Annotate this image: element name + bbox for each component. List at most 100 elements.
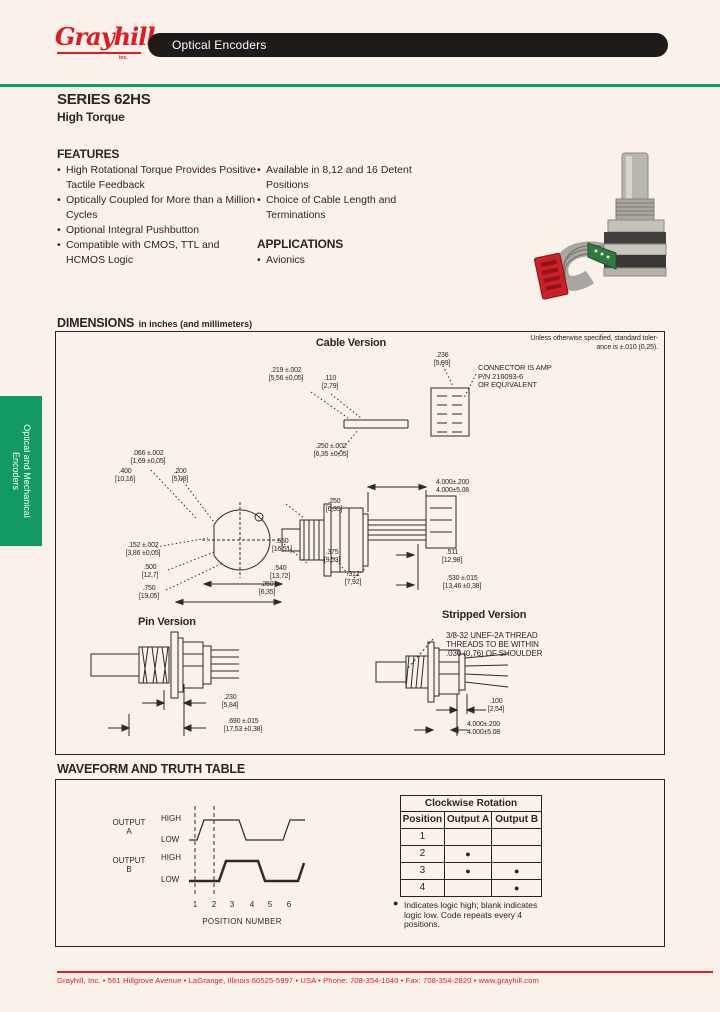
logo-wordmark: Grayhill	[55, 22, 155, 51]
feature-item: Optically Coupled for More than a Millio…	[57, 193, 259, 223]
table-row: 3 ● ●	[401, 863, 541, 880]
tick-label: 2	[211, 900, 217, 909]
high-label-a: HIGH	[161, 814, 181, 823]
dim-label: .690 ±.015[17,53 ±0,38]	[223, 718, 263, 733]
table-row: 2 ●	[401, 846, 541, 863]
tick-label: 6	[286, 900, 292, 909]
dim-label: .312[7,92]	[344, 571, 362, 586]
dim-label: .219 ±.002[5,56 ±0,05]	[268, 367, 304, 382]
cable-cross-section	[343, 419, 409, 429]
features-heading: FEATURES	[57, 147, 120, 161]
sidebar-tab-text: Optical and Mechanical Encoders	[11, 424, 32, 518]
front-view	[202, 502, 280, 578]
tick-label: 4	[249, 900, 255, 909]
series-subtitle: High Torque	[57, 110, 125, 124]
sidebar-category-tab: Optical and Mechanical Encoders	[0, 396, 42, 546]
truth-table-title: Clockwise Rotation	[401, 796, 541, 812]
footnote-bullet: ●	[393, 898, 399, 908]
threaded-bushing	[615, 198, 655, 221]
dim-label: .110[2,79]	[321, 375, 339, 390]
truth-table: Clockwise Rotation Position Output A Out…	[400, 795, 542, 897]
dim-label: .152 ±.002[3,86 ±0,05]	[125, 542, 161, 557]
green-divider	[0, 84, 720, 87]
dimensions-heading: DIMENSIONS in inches (and millimeters)	[57, 314, 252, 332]
right-dims	[396, 544, 419, 590]
column-header: Output B	[495, 814, 539, 825]
application-item: Avionics	[257, 253, 437, 268]
dim-label: .530 ±.015[13,46 ±0,38]	[442, 575, 482, 590]
tick-label: 1	[192, 900, 198, 909]
dim-label: .540[13,72]	[269, 565, 290, 580]
dim-label: .400[10,16]	[114, 468, 135, 483]
tick-label: 3	[229, 900, 235, 909]
dim-label: .375[9,53]	[323, 549, 341, 564]
logo-inc-text: inc.	[119, 55, 128, 61]
thread-note: 3/8-32 UNEF-2A THREAD THREADS TO BE WITH…	[446, 631, 543, 658]
column-header: Position	[401, 812, 445, 828]
series-title: SERIES 62HS	[57, 91, 151, 108]
dim-label: .230[5,84]	[221, 694, 239, 709]
output-b-label: OUTPUT B	[112, 856, 146, 874]
feature-item: Available in 8,12 and 16 Detent Position…	[257, 163, 445, 193]
features-list: High Rotational Torque Provides Positive…	[57, 163, 259, 268]
position-axis-label: POSITION NUMBER	[202, 917, 282, 926]
feature-item: Optional Integral Pushbutton	[57, 223, 259, 238]
dim-label: .511[12,98]	[441, 549, 462, 564]
connector-face-view	[430, 387, 470, 437]
dim-label: .250[6,35]	[325, 498, 343, 513]
front-view-dims	[174, 580, 284, 606]
cable-version-label: Cable Version	[315, 337, 387, 349]
feature-item: High Rotational Torque Provides Positive…	[57, 163, 259, 193]
logo-underline	[57, 52, 141, 54]
waveform-a	[189, 819, 305, 841]
pin-version-drawing	[90, 631, 239, 699]
low-label-a: LOW	[161, 835, 180, 844]
features-list-right: Available in 8,12 and 16 Detent Position…	[257, 163, 445, 223]
product-photo	[530, 145, 710, 305]
leader-lines	[150, 361, 477, 591]
dim-label: .500[12,7]	[141, 564, 159, 579]
tolerance-note: Unless otherwise specified, standard tol…	[530, 335, 658, 351]
stripped-version-drawing	[375, 638, 509, 703]
grayhill-logo: Grayhill inc.	[55, 25, 155, 62]
pin-version-dims	[108, 684, 206, 736]
dim-label: .236[5,99]	[433, 352, 451, 367]
dim-label: .250[6,35]	[258, 581, 276, 596]
red-connector	[534, 252, 569, 300]
dimensions-heading-text: DIMENSIONS	[57, 316, 135, 330]
truth-table-header-row: Position Output A Output B	[401, 812, 541, 829]
encoder-body	[603, 219, 667, 277]
section-banner: Optical Encoders	[148, 33, 668, 57]
waveform-b	[189, 859, 306, 883]
feature-item: Compatible with CMOS, TTL and HCMOS Logi…	[57, 238, 259, 268]
waveform-graphic	[189, 806, 306, 896]
connector-note: CONNECTOR IS AMP P/N 216093-6 OR EQUIVAL…	[478, 363, 552, 389]
dim-label: .200[5,08]	[171, 468, 189, 483]
output-a-label: OUTPUT A	[112, 818, 146, 836]
footer-address: Grayhill, Inc. • 561 Hillgrove Avenue • …	[57, 976, 539, 985]
high-label-b: HIGH	[161, 853, 181, 862]
applications-list: Avionics	[257, 253, 437, 268]
encoder-shaft	[621, 152, 649, 202]
dimension-line-art	[90, 361, 509, 736]
cable-side-view	[281, 495, 457, 577]
applications-heading: APPLICATIONS	[257, 237, 344, 251]
encoder-photo-graphic	[534, 152, 667, 300]
tick-label: 5	[267, 900, 273, 909]
waveform-box: OUTPUT A HIGH LOW OUTPUT B HIGH LOW 1 2 …	[55, 779, 665, 947]
table-row: 4 ●	[401, 880, 541, 896]
dimensions-units-note: in inches (and millimeters)	[138, 319, 253, 329]
footer-divider	[57, 971, 713, 973]
table-row: 1	[401, 829, 541, 846]
column-header: Output A	[445, 812, 493, 828]
dimensions-drawing-box	[55, 331, 665, 755]
dim-label: .750[19,05]	[138, 585, 159, 600]
pcb-board	[587, 242, 617, 270]
dim-label: .100[2,54]	[487, 698, 505, 713]
low-label-b: LOW	[161, 875, 180, 884]
stripped-version-dims	[414, 694, 486, 736]
truth-table-footnote: Indicates logic high; blank indicates lo…	[404, 900, 538, 929]
dim-label: .650[16,51]	[271, 538, 292, 553]
